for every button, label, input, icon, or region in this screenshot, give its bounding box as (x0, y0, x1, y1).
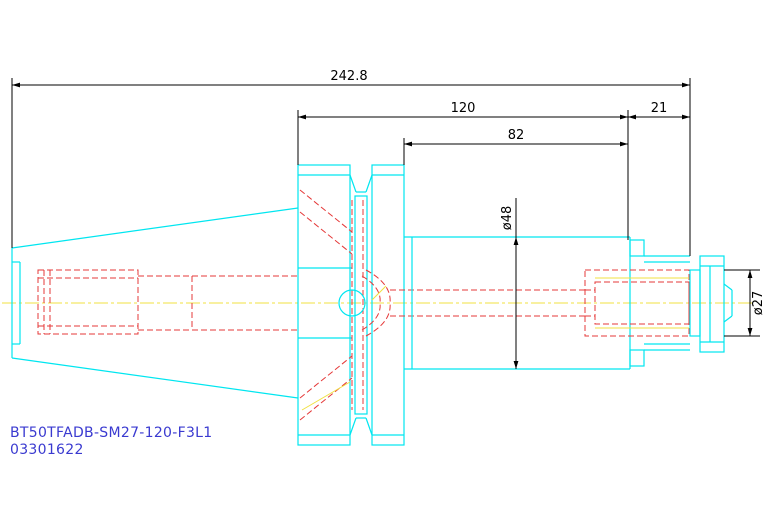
coolant-passages (299, 189, 585, 421)
taper-shank (11, 207, 299, 399)
pilot-bore-yellow (595, 277, 689, 329)
dim-flange-to-end: 82 (508, 128, 525, 143)
dim-nose-diameter: ø27 (751, 291, 766, 316)
dim-gauge-to-end: 120 (451, 101, 476, 116)
dim-overall-length: 242.8 (330, 69, 367, 84)
dim-nut-length: 21 (651, 101, 668, 116)
part-model: BT50TFADB-SM27-120-F3L1 (10, 425, 212, 441)
dim-body-diameter: ø48 (500, 206, 515, 231)
flange (297, 164, 405, 446)
part-code: 03301622 (10, 442, 84, 458)
arbor-nut (689, 255, 733, 353)
coolant-hole (338, 289, 366, 317)
pilot-bore (584, 269, 690, 337)
flange-chamfer-lines (301, 285, 387, 411)
main-body (404, 236, 690, 370)
dimension-lines (11, 78, 760, 369)
